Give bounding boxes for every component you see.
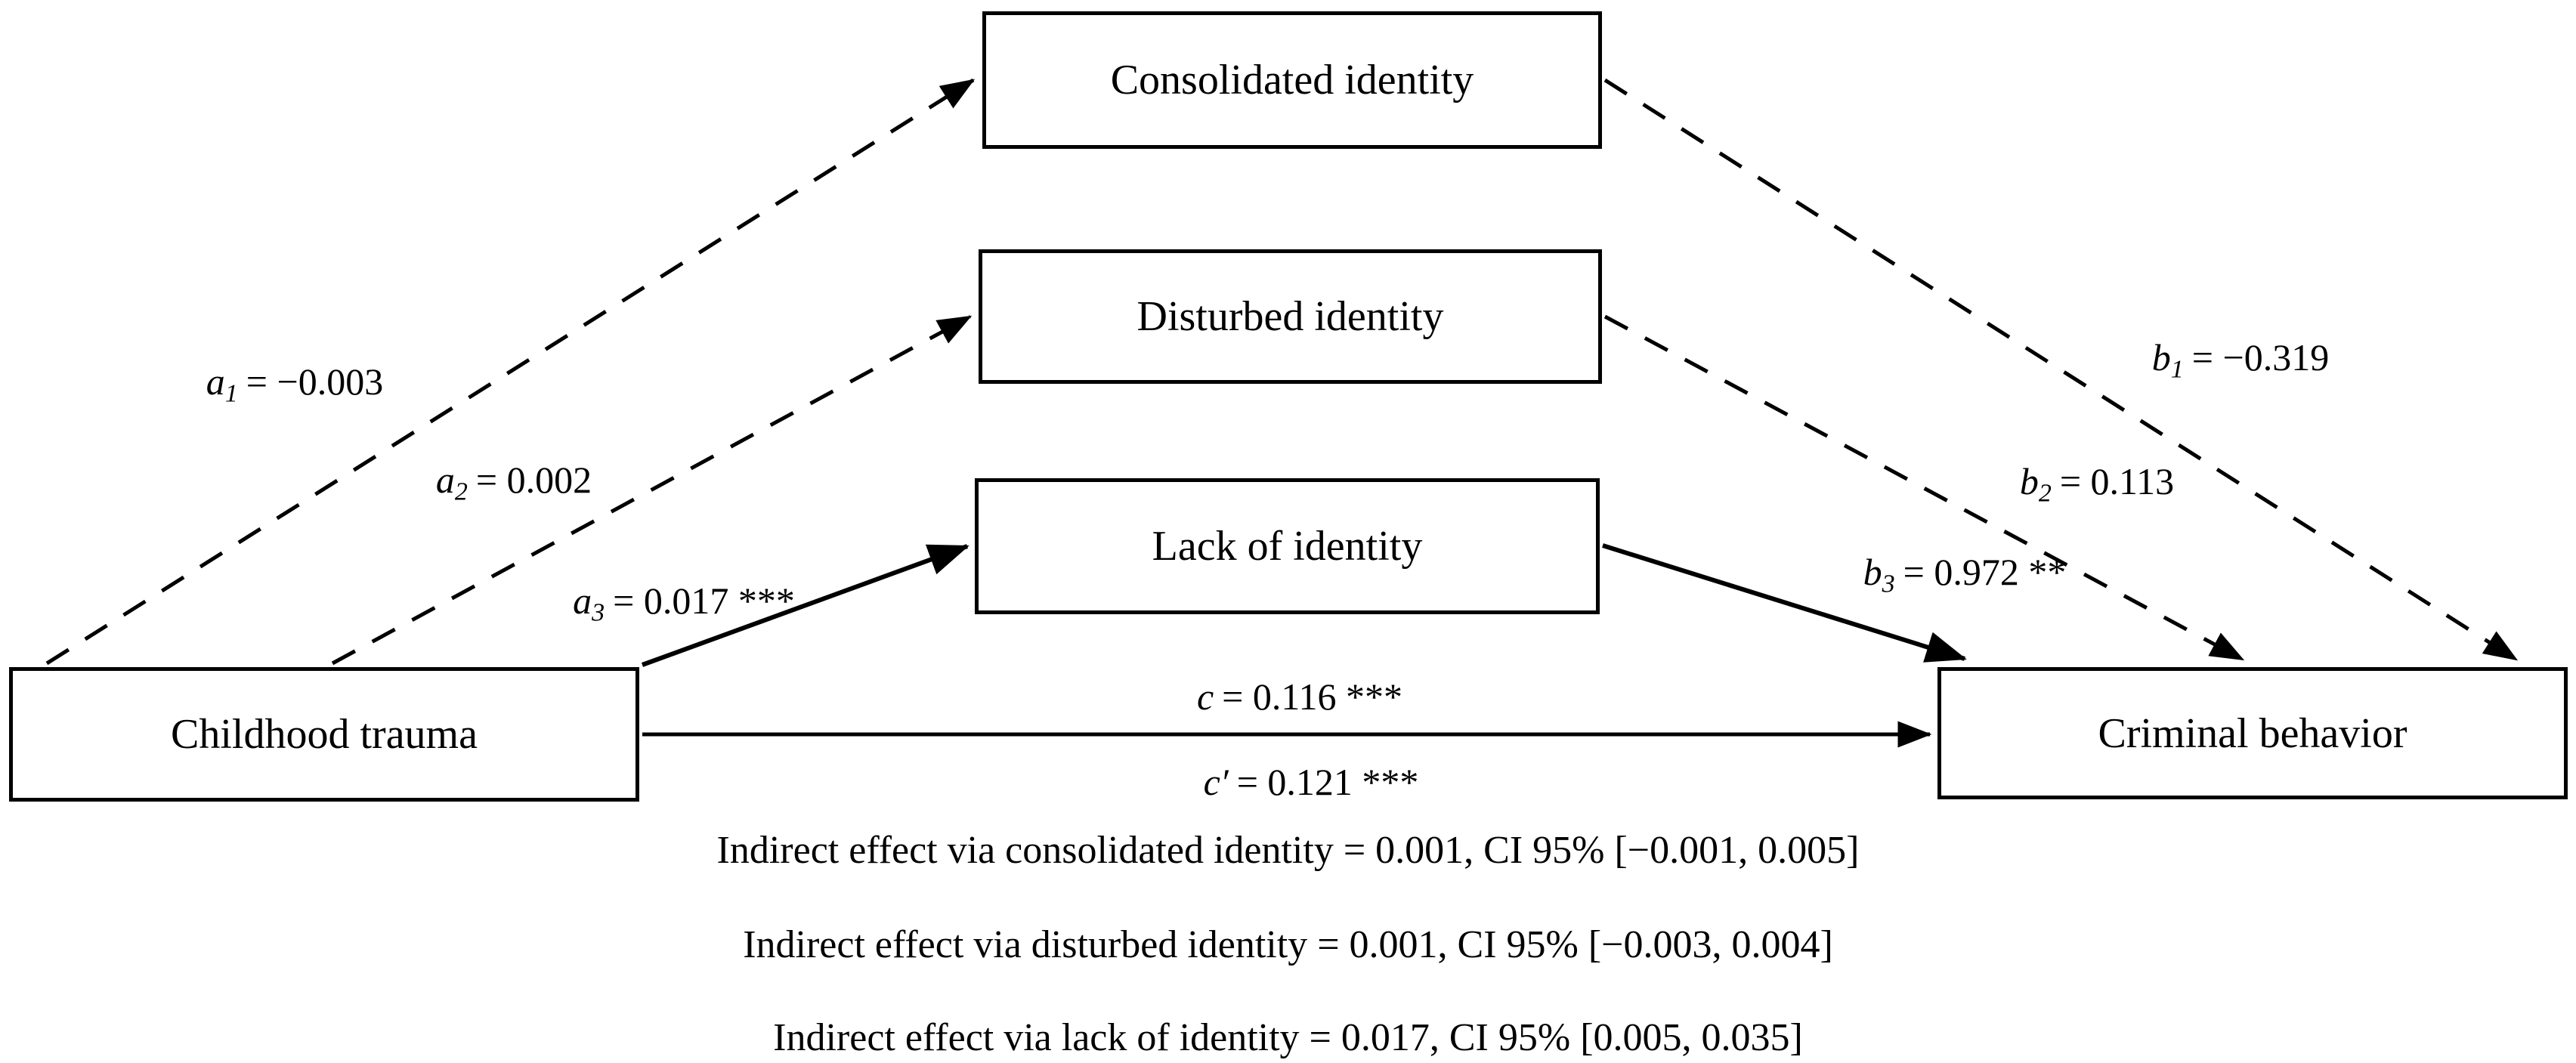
label-path-a3: a3 = 0.017 *** xyxy=(573,579,795,626)
label-path-c-prime-direct: c′= 0.121 *** xyxy=(1204,763,1419,801)
label-path-b3: b3 = 0.972 ** xyxy=(1863,551,2067,597)
path-a2-line xyxy=(331,314,973,666)
box-disturbed-identity-label: Disturbed identity xyxy=(1136,293,1444,340)
label-path-a1: a1 = −0.003 xyxy=(206,360,384,406)
path-b3-line xyxy=(1602,543,1967,663)
label-b1-symbol: b xyxy=(2151,336,2171,379)
box-lack-of-identity-label: Lack of identity xyxy=(1152,523,1423,570)
label-c-prime-symbol: c′ xyxy=(1203,761,1229,803)
box-consolidated-identity-label: Consolidated identity xyxy=(1110,57,1474,104)
box-childhood-trauma: Childhood trauma xyxy=(9,667,639,802)
path-b2-line xyxy=(1603,314,2245,662)
label-a1-value: = −0.003 xyxy=(246,360,384,403)
label-path-c-total: c= 0.116 *** xyxy=(1197,678,1402,715)
indirect-effect-lack-text: Indirect effect via lack of identity = 0… xyxy=(773,1016,1803,1059)
indirect-effect-disturbed-text: Indirect effect via disturbed identity =… xyxy=(743,923,1833,966)
label-a3-value: = 0.017 *** xyxy=(613,579,795,622)
label-c-prime-value: = 0.121 *** xyxy=(1236,761,1419,803)
label-a2-value: = 0.002 xyxy=(475,459,592,501)
label-a2-symbol: a xyxy=(435,459,455,501)
box-criminal-behavior: Criminal behavior xyxy=(1937,667,2568,799)
box-consolidated-identity: Consolidated identity xyxy=(982,11,1602,149)
label-a1-subscript: 1 xyxy=(224,379,238,408)
label-b3-subscript: 3 xyxy=(1882,570,1895,598)
label-b2-symbol: b xyxy=(2019,460,2039,502)
label-a3-subscript: 3 xyxy=(592,598,605,627)
label-path-b2: b2= 0.113 xyxy=(2019,460,2175,506)
path-a3-line xyxy=(641,544,969,667)
label-a1-symbol: a xyxy=(206,360,225,403)
label-b2-value: = 0.113 xyxy=(2059,460,2175,502)
label-path-a2: a2= 0.002 xyxy=(435,459,592,505)
label-b3-value: = 0.972 ** xyxy=(1903,551,2067,593)
label-b2-subscript: 2 xyxy=(2038,479,2052,508)
box-childhood-trauma-label: Childhood trauma xyxy=(171,711,478,758)
label-a2-subscript: 2 xyxy=(454,477,468,506)
label-b1-value: = −0.319 xyxy=(2191,336,2330,379)
box-disturbed-identity: Disturbed identity xyxy=(979,249,1602,384)
label-c-value: = 0.116 *** xyxy=(1222,675,1403,718)
path-a1-line xyxy=(45,78,976,666)
label-b1-subscript: 1 xyxy=(2170,355,2184,384)
box-criminal-behavior-label: Criminal behavior xyxy=(2098,709,2407,757)
label-a3-symbol: a xyxy=(573,579,592,622)
label-b3-symbol: b xyxy=(1863,551,1882,593)
label-path-b1: b1= −0.319 xyxy=(2151,336,2330,382)
indirect-effect-consolidated-text: Indirect effect via consolidated identit… xyxy=(716,829,1860,872)
label-c-symbol: c xyxy=(1196,675,1214,718)
box-lack-of-identity: Lack of identity xyxy=(975,478,1600,614)
